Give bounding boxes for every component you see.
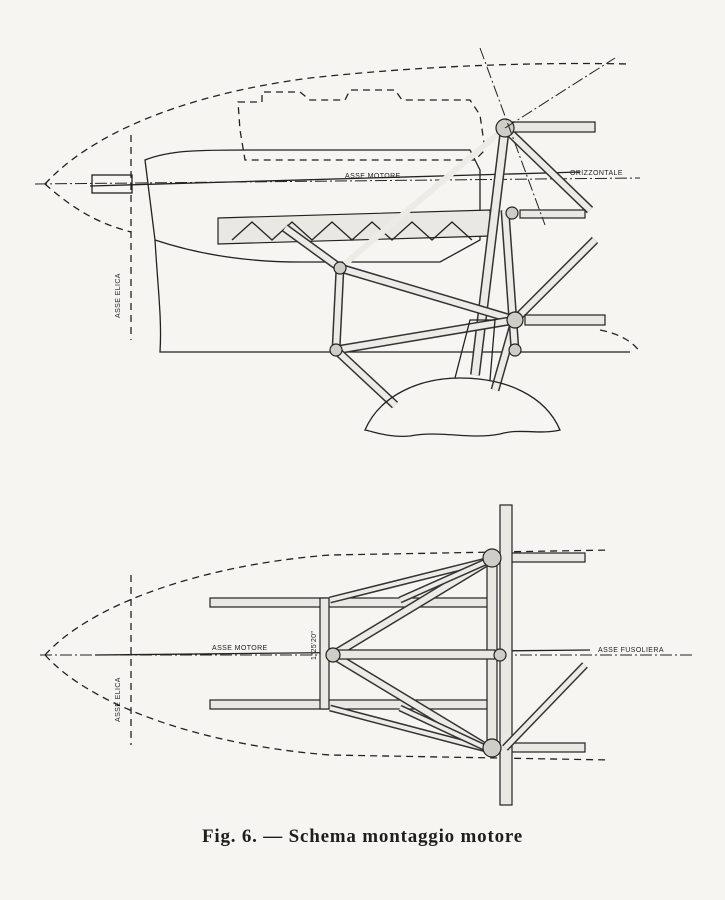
top-motor-axis-label: ASSE MOTORE <box>212 645 268 652</box>
side-horizontal-label: ORIZZONTALE <box>570 170 623 177</box>
top-cowling-upper-outline <box>44 549 611 656</box>
mount-struts <box>282 121 606 409</box>
side-view: ASSE MOTORE ORIZZONTALE ASSE ELICA <box>34 47 641 438</box>
engine-cylinder-silhouette <box>237 89 486 161</box>
side-motor-axis-label: ASSE MOTORE <box>345 173 401 180</box>
top-cowling-lower-outline <box>44 654 611 761</box>
propeller-hub <box>91 174 133 194</box>
cowling-bottom-outline <box>44 183 132 233</box>
cowling-top-outline <box>44 62 631 185</box>
top-fuselage-axis-label: ASSE FUSOLIERA <box>598 647 664 654</box>
top-diagonal-struts <box>329 556 588 754</box>
trellis-beam <box>217 209 491 245</box>
top-joints <box>325 548 507 758</box>
engine-block-outline <box>144 149 481 263</box>
figure-caption: Fig. 6. — Schema montaggio motore <box>201 826 524 847</box>
fuselage-rear-outline <box>599 329 641 353</box>
top-propeller-axis-label: ASSE ELICA <box>115 677 122 722</box>
construction-line-a <box>479 47 546 226</box>
wing-root-mound <box>364 377 561 438</box>
angle-label: 1°25'20" <box>310 631 318 660</box>
fuselage-lower-outline <box>154 239 630 353</box>
horizontal-reference-line <box>34 177 641 185</box>
side-propeller-axis-label: ASSE ELICA <box>115 273 122 318</box>
top-view: ASSE MOTORE ASSE FUSOLIERA ASSE ELICA 1°… <box>40 504 695 806</box>
gear-strut-fairing <box>454 319 496 381</box>
construction-line-b <box>504 57 616 129</box>
